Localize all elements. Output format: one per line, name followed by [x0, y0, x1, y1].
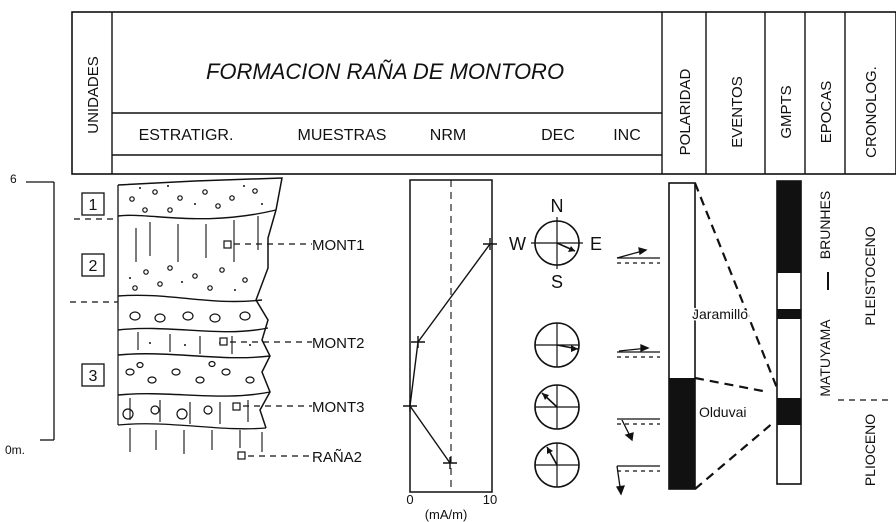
unit-1-label: 1: [89, 197, 98, 214]
chronology-column: PLEISTOCENO PLIOCENO: [838, 226, 892, 486]
col-eventos: EVENTOS: [729, 76, 746, 147]
sample-mont3-label: MONT3: [312, 399, 365, 416]
compass-east: E: [590, 234, 602, 254]
inc-mont3: [617, 418, 660, 442]
col-estratigr: ESTRATIGR.: [139, 127, 234, 144]
depth-axis: 6 0m.: [5, 172, 55, 457]
sample-rana2-label: RAÑA2: [312, 449, 362, 466]
formation-title: FORMACION RAÑA DE MONTORO: [206, 59, 564, 84]
epochs-column: BRUNHES MATUYAMA: [817, 191, 833, 397]
epoch-brunhes: BRUNHES: [817, 191, 833, 259]
inc-rana2: [615, 465, 660, 496]
unit-3-label: 3: [89, 368, 98, 385]
inc-mont1: [616, 247, 660, 264]
col-cronolog: CRONOLOG.: [863, 66, 880, 158]
header-table: UNIDADES FORMACION RAÑA DE MONTORO ESTRA…: [71, 11, 896, 175]
chron-pleistoceno: PLEISTOCENO: [862, 226, 878, 325]
col-epocas: EPOCAS: [818, 81, 835, 144]
unit-1-box: 1: [81, 192, 105, 216]
nrm-tick-0: 0: [406, 492, 413, 507]
col-polaridad: POLARIDAD: [677, 68, 694, 155]
nrm-point: [403, 400, 417, 412]
declination-column: N S W E: [509, 196, 660, 496]
unit-3-box: 3: [81, 363, 105, 387]
nrm-point: [443, 457, 457, 469]
units-header: UNIDADES: [85, 56, 102, 134]
stereonet-mont2: [534, 322, 580, 368]
stereonet-rana2: [534, 442, 580, 488]
gmpts-column: [776, 180, 802, 485]
compass-north: N: [551, 196, 564, 216]
gmpts-brunhes-normal: [777, 181, 801, 273]
col-dec: DEC: [541, 127, 575, 144]
inc-mont2: [617, 344, 660, 358]
polarity-column: [668, 182, 696, 490]
col-inc: INC: [613, 127, 641, 144]
chron-plioceno: PLIOCENO: [862, 414, 878, 486]
sample-mont2: MONT2: [219, 335, 365, 352]
nrm-tick-10: 10: [483, 492, 497, 507]
depth-top-label: 6: [10, 172, 17, 186]
epoch-matuyama: MATUYAMA: [817, 319, 833, 397]
samples: MONT1 MONT2 MONT3 RAÑA2: [219, 237, 365, 466]
stratigraphic-column: 1 2 3: [70, 177, 283, 454]
depth-bottom-label: 0m.: [5, 443, 25, 457]
sample-mont1-label: MONT1: [312, 237, 365, 254]
compass-south: S: [551, 272, 563, 292]
nrm-point: [483, 238, 497, 250]
col-muestras: MUESTRAS: [298, 127, 387, 144]
sample-mont2-label: MONT2: [312, 335, 365, 352]
reversed-polarity-zone: [669, 378, 695, 489]
nrm-profile-line: [409, 243, 491, 464]
gmpts-jaramillo-normal: [777, 309, 801, 319]
unit-2-box: 2: [81, 253, 105, 277]
nrm-point: [411, 336, 425, 348]
gmpts-olduvai-normal: [777, 398, 801, 425]
col-gmpts: GMPTS: [778, 85, 795, 138]
sample-mont1: MONT1: [223, 237, 365, 254]
event-olduvai: Olduvai: [699, 404, 746, 420]
compass-west: W: [509, 234, 526, 254]
nrm-axis-unit: (mA/m): [425, 507, 468, 522]
unit-2-label: 2: [89, 258, 98, 275]
sample-mont3: MONT3: [232, 399, 365, 416]
correlation-lines: [693, 182, 779, 490]
event-jaramillo: Jaramillo: [692, 306, 748, 322]
nrm-plot: 0 10 (mA/m): [403, 179, 497, 522]
stereonet-mont3: [534, 384, 580, 430]
sample-rana2: RAÑA2: [237, 449, 362, 466]
stereonet-mont1: N S W E: [509, 196, 602, 292]
col-nrm: NRM: [430, 127, 466, 144]
